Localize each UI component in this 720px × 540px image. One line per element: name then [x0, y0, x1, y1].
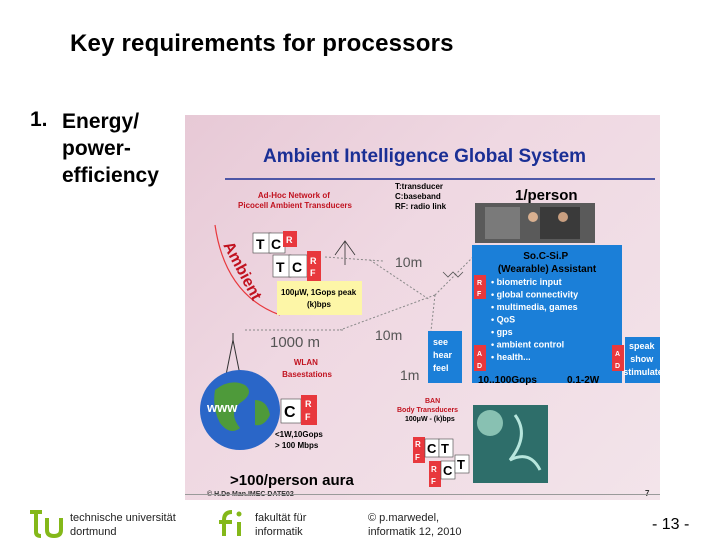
adhoc-label: Ad-Hoc Network of Picocell Ambient Trans… — [238, 191, 353, 210]
wlan-label: WLAN Basestations — [282, 358, 332, 379]
soc-ad-block-right — [612, 345, 624, 371]
svg-text:D: D — [615, 363, 620, 370]
distance-1m: 1m — [400, 367, 419, 383]
svg-text:C: C — [443, 463, 453, 478]
svg-text:C: C — [271, 236, 281, 252]
slide-title: Key requirements for processors — [70, 30, 454, 57]
antenna-icon — [334, 240, 356, 265]
per-person-label: 1/person — [515, 187, 578, 204]
svg-text:R: R — [305, 399, 312, 409]
block-legend: T:transducer C:baseband RF: radio link — [395, 182, 447, 211]
ban-label: BAN Body Transducers 100μW - (k)bps — [397, 398, 460, 423]
server-spec: <1W,10Gops > 100 Mbps — [275, 430, 325, 450]
svg-text:T: T — [457, 457, 465, 472]
tu-logo-icon — [30, 510, 63, 538]
item-text: Energy/ power-efficiency — [62, 110, 159, 187]
svg-text:C: C — [292, 259, 302, 275]
figure-page: 7 — [645, 489, 650, 498]
svg-text:F: F — [310, 268, 316, 278]
footer-rule — [185, 494, 660, 495]
soc-ad-block-left — [474, 345, 486, 371]
svg-text:R: R — [310, 256, 317, 266]
svg-text:R: R — [415, 440, 421, 449]
distance-1000m: 1000 m — [270, 334, 320, 351]
figure-drawing: Ambient Intelligence Global System Ad-Ho… — [200, 146, 660, 498]
soc-perf: 10..100Gops — [478, 375, 537, 386]
soc-rf-block — [474, 275, 486, 299]
power-peak-label: 100μW, 1Gops peak (k)bps — [281, 288, 358, 309]
svg-text:C: C — [284, 404, 296, 421]
svg-text:R: R — [286, 235, 293, 245]
svg-text:F: F — [477, 291, 482, 298]
dashed-link — [324, 256, 384, 262]
ban-block-2: R F C T — [429, 454, 470, 487]
soc-bullet-item: • global connectivity — [491, 290, 578, 300]
soc-bullet-item: • gps — [491, 327, 513, 337]
svg-text:A: A — [615, 351, 620, 358]
svg-text:R: R — [477, 280, 482, 287]
svg-text:F: F — [415, 453, 420, 462]
see-hear-feel-box — [428, 331, 462, 383]
soc-bullet-item: • QoS — [491, 315, 515, 325]
transducer-block-2: T C R F — [272, 251, 321, 281]
www-label: www — [206, 400, 238, 415]
svg-text:T: T — [441, 441, 449, 456]
svg-text:T: T — [256, 236, 265, 252]
soc-power: 0.1-2W — [567, 375, 600, 386]
server-block: C R F — [280, 395, 317, 425]
page-number: - 13 - — [652, 516, 690, 533]
soc-box — [472, 245, 622, 383]
soc-bullet-item: • biometric input — [491, 277, 562, 287]
svg-text:F: F — [431, 477, 436, 486]
figure-title: Ambient Intelligence Global System — [263, 146, 586, 167]
footer-university: technische universität dortmund — [70, 512, 176, 538]
speak-show-box — [625, 337, 660, 383]
svg-text:D: D — [477, 363, 482, 370]
distance-10m-b: 10m — [375, 327, 402, 343]
ambient-arc — [214, 224, 281, 316]
power-peak-box — [277, 281, 362, 315]
globe-icon: www — [200, 370, 280, 450]
footer-copyright: © p.marwedel, informatik 12, 2010 — [368, 512, 462, 538]
see-hear-feel-label: see hear feel — [433, 337, 455, 373]
svg-text:F: F — [305, 412, 311, 422]
soc-bullet-item: • multimedia, games — [491, 302, 578, 312]
soc-bullet-item: • ambient control — [491, 340, 564, 350]
ambient-intelligence-figure: Ambient Intelligence Global System Ad-Ho… — [185, 115, 660, 500]
svg-text:R: R — [431, 465, 437, 474]
footer-faculty: fakultät für informatik — [255, 512, 307, 538]
svg-text:A: A — [477, 351, 482, 358]
ban-block-1: R F C T — [413, 437, 454, 463]
distance-10m-a: 10m — [395, 254, 422, 270]
aura-label: >100/person aura — [230, 472, 354, 489]
svg-text:C: C — [427, 441, 437, 456]
soc-bullets: • biometric input • global connectivity • … — [491, 277, 578, 362]
fi-logo-icon — [219, 510, 242, 536]
svg-text:T: T — [276, 259, 285, 275]
item-number: 1. — [30, 108, 48, 131]
speak-show-label: speak show stimulate — [623, 341, 660, 377]
soc-bullet-item: • health... — [491, 352, 531, 362]
transducer-block-1: T C R — [252, 231, 297, 254]
soc-title: So.C-Si.P (Wearable) Assistant — [498, 251, 597, 275]
